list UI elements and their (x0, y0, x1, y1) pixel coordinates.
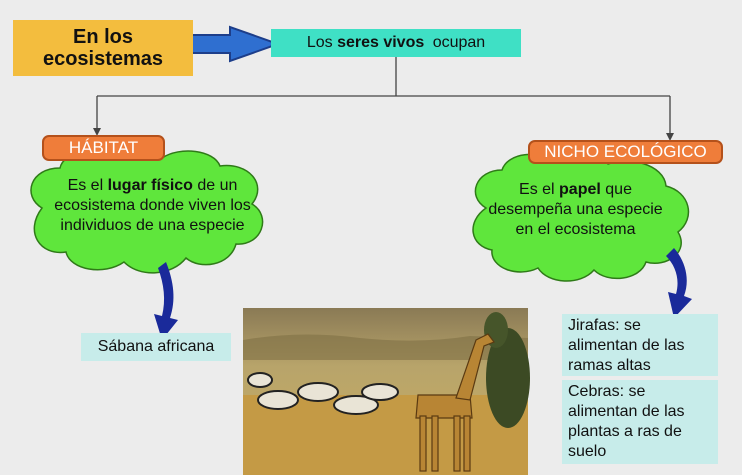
nicho-text-bold: papel (559, 181, 601, 198)
habitat-example-box: Sábana africana (81, 333, 231, 361)
habitat-curved-arrow (154, 262, 178, 340)
nicho-curved-arrow (666, 248, 692, 318)
title-line-1: En los (72, 26, 133, 48)
arrowhead-left (93, 128, 101, 136)
top-bold: seres vivos (337, 34, 425, 51)
nicho-definition: Es el papel que desempeña una especie en… (488, 180, 663, 240)
nicho-example-cebras: Cebras: se alimentan de las plantas a ra… (562, 380, 718, 464)
habitat-text-prefix: Es el (67, 177, 108, 194)
seres-vivos-box: Los seres vivos ocupan (271, 29, 521, 57)
top-suffix: ocupan (428, 34, 486, 51)
top-prefix: Los (306, 34, 338, 51)
nicho-text-prefix: Es el (519, 181, 560, 198)
title-box: En los ecosistemas (13, 20, 193, 76)
habitat-definition: Es el lugar físico de un ecosistema dond… (50, 176, 255, 236)
arrowhead-right (666, 133, 674, 141)
habitat-tag: HÁBITAT (42, 135, 165, 161)
habitat-text-rest: de un ecosistema donde viven los individ… (54, 177, 251, 234)
giraffe-zebras-photo (243, 308, 530, 475)
title-line-2: ecosistemas (42, 48, 164, 70)
connector-lines (96, 57, 671, 137)
nicho-example-jirafas: Jirafas: se alimentan de las ramas altas (562, 314, 718, 376)
nicho-tag: NICHO ECOLÓGICO (528, 140, 723, 164)
habitat-text-bold: lugar físico (107, 177, 193, 194)
nicho-text-rest: que desempeña una especie en el ecosiste… (488, 181, 663, 238)
